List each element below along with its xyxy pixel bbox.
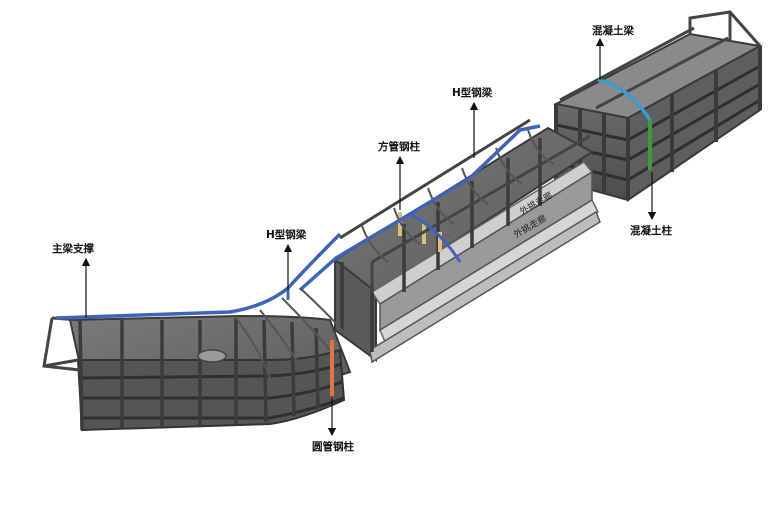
label-main-beam-brace: 主梁支撑 — [52, 242, 94, 255]
annotations: 主梁支撑 H型钢梁 方管钢柱 H型钢梁 混凝土梁 混凝土柱 圆管钢柱 — [52, 24, 672, 453]
spiral-stair — [197, 349, 227, 363]
middle-corridor: 外挑走廊 外挑走廊 — [298, 118, 601, 364]
h-beam-right-highlight — [298, 124, 541, 292]
label-square-column: 方管钢柱 — [378, 140, 420, 153]
label-h-beam-left: H型钢梁 — [266, 228, 307, 241]
main-beam-highlight — [55, 232, 342, 320]
label-concrete-column: 混凝土柱 — [630, 224, 672, 237]
left-front-wall — [76, 348, 346, 432]
corridor-base — [369, 210, 601, 364]
corridor-side — [379, 170, 593, 332]
concrete-beam-highlight — [597, 78, 652, 121]
left-curved-wing — [42, 232, 352, 432]
label-round-column: 圆管钢柱 — [312, 440, 354, 453]
label-concrete-beam: 混凝土梁 — [592, 24, 634, 37]
label-h-beam-right: H型钢梁 — [452, 86, 493, 99]
